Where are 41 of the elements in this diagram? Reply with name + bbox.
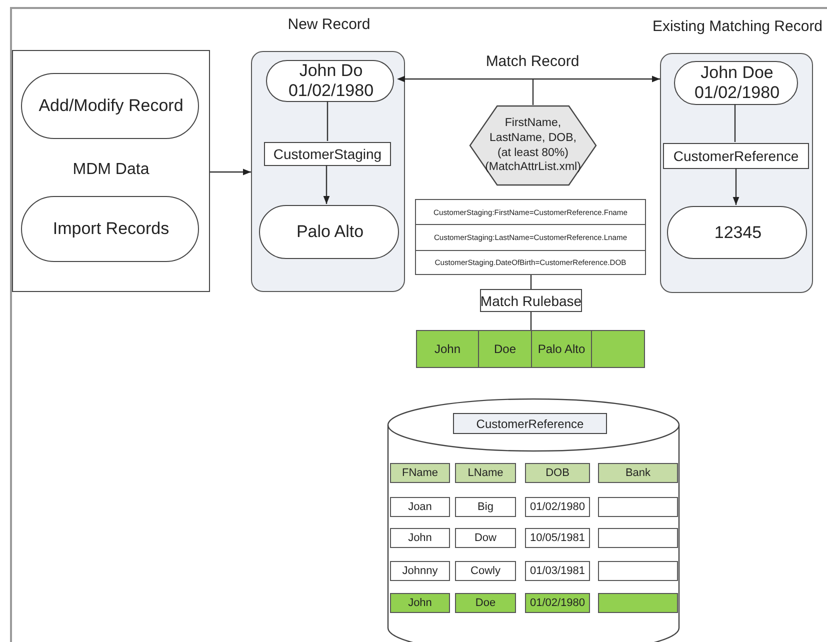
column-header: Bank	[598, 463, 678, 483]
node-text: CustomerReference	[672, 147, 800, 166]
table-cell: John	[390, 593, 450, 613]
table-cell: 10/05/1981	[525, 528, 590, 548]
table-cell: 01/02/1980	[525, 497, 590, 517]
panel-heading: New Record	[286, 14, 372, 34]
node-text: Palo Alto	[295, 221, 365, 244]
table-cell: 01/03/1981	[525, 561, 590, 581]
label-box	[663, 143, 809, 169]
table-cell: Cowly	[455, 561, 516, 581]
column-header: LName	[455, 463, 516, 483]
column-header: DOB	[525, 463, 590, 483]
node-text: CustomerStaging	[272, 145, 383, 164]
table-cell: Big	[455, 497, 516, 517]
result-cell: Doe	[478, 330, 532, 368]
table-cell: 01/02/1980	[525, 593, 590, 613]
group-box	[12, 50, 210, 292]
node-text: CustomerReference	[475, 416, 585, 432]
result-cell: Palo Alto	[531, 330, 592, 368]
label-box	[264, 142, 391, 166]
node-text: John Doe 01/02/1980	[693, 62, 781, 104]
result-cell: John	[416, 330, 479, 368]
rounded-box	[674, 61, 798, 105]
hexagon-box	[469, 105, 597, 186]
node-text: 12345	[713, 222, 763, 244]
rounded-box	[667, 206, 807, 259]
group-title: MDM Data	[72, 160, 150, 180]
table-cell: Johnny	[390, 561, 450, 581]
rounded-box	[266, 60, 394, 102]
table-cell: Dow	[455, 528, 516, 548]
rounded-box	[259, 205, 399, 259]
node-text: John Do 01/02/1980	[287, 61, 375, 101]
node-text: Match Rulebase	[481, 292, 581, 310]
table-name-box	[453, 413, 607, 434]
node-text: Import Records	[52, 218, 170, 240]
column-header: FName	[390, 463, 450, 483]
panel-heading: Existing Matching Record	[651, 16, 824, 36]
table-cell: Joan	[390, 497, 450, 517]
table-cell: Doe	[455, 593, 516, 613]
node-text: Add/Modify Record	[38, 95, 184, 118]
table-cell: John	[390, 528, 450, 548]
